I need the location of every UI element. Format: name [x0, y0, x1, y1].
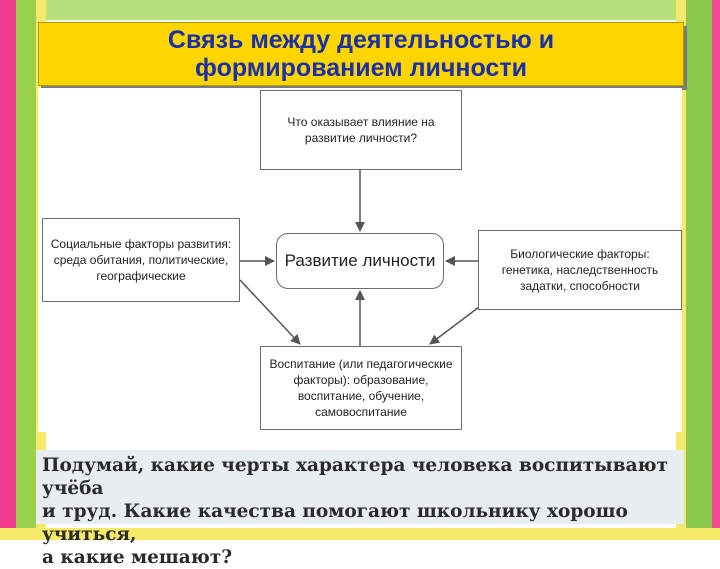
decor-stripe-left-green — [16, 0, 36, 540]
decor-stripe-bottom — [0, 528, 720, 540]
slide-title: Связь между деятельностью и формирование… — [167, 26, 555, 82]
node-upbringing-factors: Воспитание (или педагогические факторы):… — [260, 346, 462, 430]
node-biological-factors: Биологические факторы: генетика, наследс… — [478, 230, 682, 310]
decor-stripe-top — [0, 0, 720, 20]
node-personality-development: Развитие личности — [276, 233, 444, 289]
slide-title-box: Связь между деятельностью и формирование… — [38, 22, 684, 86]
edge-left-to-bottom — [239, 279, 301, 345]
decor-stripe-right-pink — [712, 0, 720, 540]
discussion-question: Подумай, какие черты характера человека … — [36, 450, 684, 568]
node-influence-question: Что оказывает влияние на развитие личнос… — [260, 90, 462, 170]
diagram-edges — [239, 170, 484, 346]
diagram: Что оказывает влияние на развитие личнос… — [38, 88, 682, 432]
node-social-factors: Социальные факторы развития: среда обита… — [42, 218, 240, 302]
edge-right-to-bottom — [429, 303, 484, 345]
decor-stripe-left-pink — [0, 0, 16, 540]
